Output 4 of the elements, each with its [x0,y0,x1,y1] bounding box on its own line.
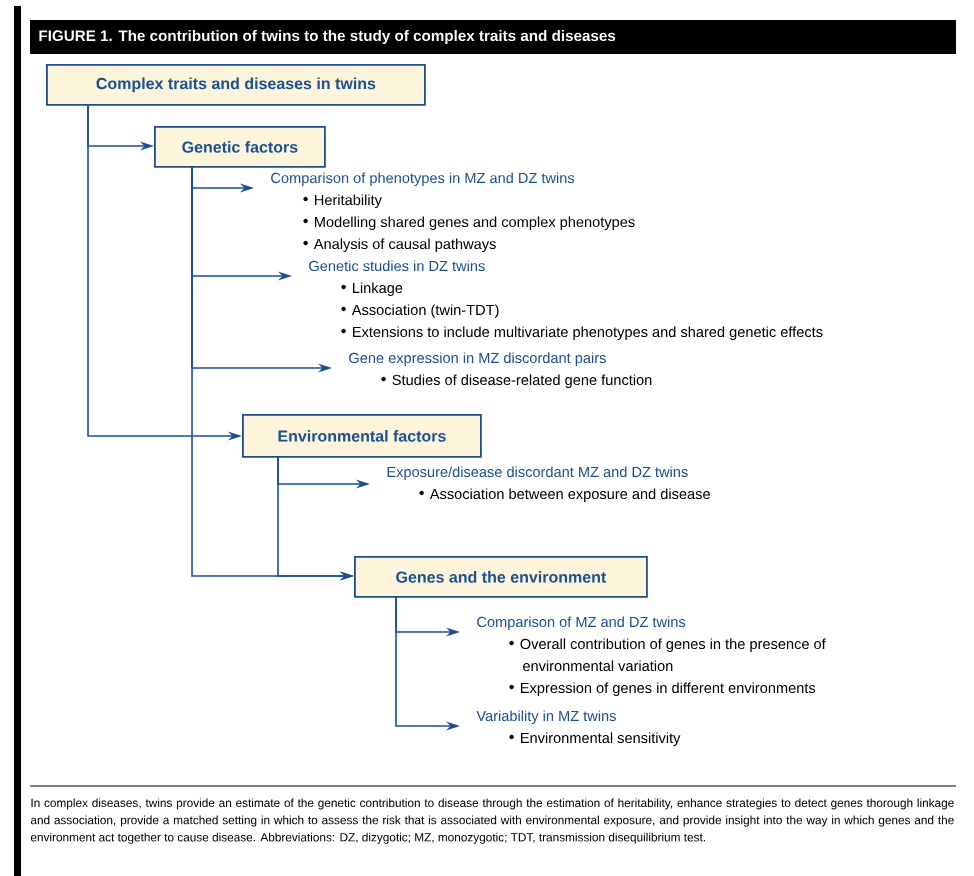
category-box: Genes and the environment [354,556,648,598]
category-box: Genetic factors [154,126,326,168]
category-box: Environmental factors [242,414,482,458]
category-box: Complex traits and diseases in twins [46,64,426,106]
